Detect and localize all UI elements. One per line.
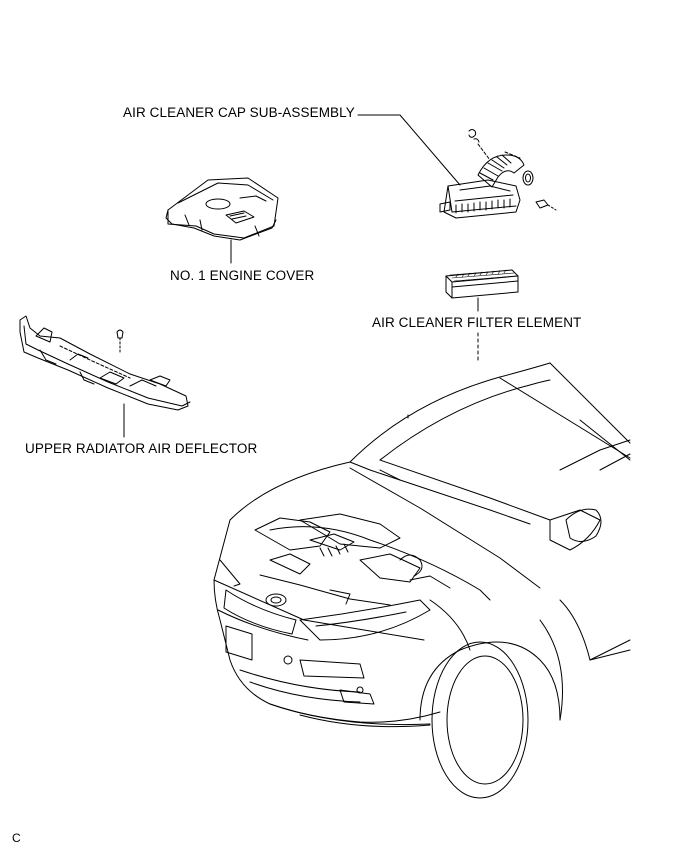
filter-element-illustration <box>446 270 518 298</box>
engine-cover-illustration <box>166 178 278 240</box>
leader-line-air-cleaner-cap <box>358 115 460 185</box>
vehicle-illustration <box>214 363 630 798</box>
label-filter-element: AIR CLEANER FILTER ELEMENT <box>372 315 582 330</box>
radiator-deflector-illustration <box>20 316 190 410</box>
label-radiator-deflector: UPPER RADIATOR AIR DEFLECTOR <box>25 441 258 456</box>
label-engine-cover: NO. 1 ENGINE COVER <box>170 268 315 283</box>
illustration-code: C <box>12 831 21 845</box>
label-air-cleaner-cap: AIR CLEANER CAP SUB-ASSEMBLY <box>123 105 355 120</box>
leader-line-car-dashed <box>408 333 478 418</box>
air-cleaner-cap-illustration <box>440 130 556 219</box>
